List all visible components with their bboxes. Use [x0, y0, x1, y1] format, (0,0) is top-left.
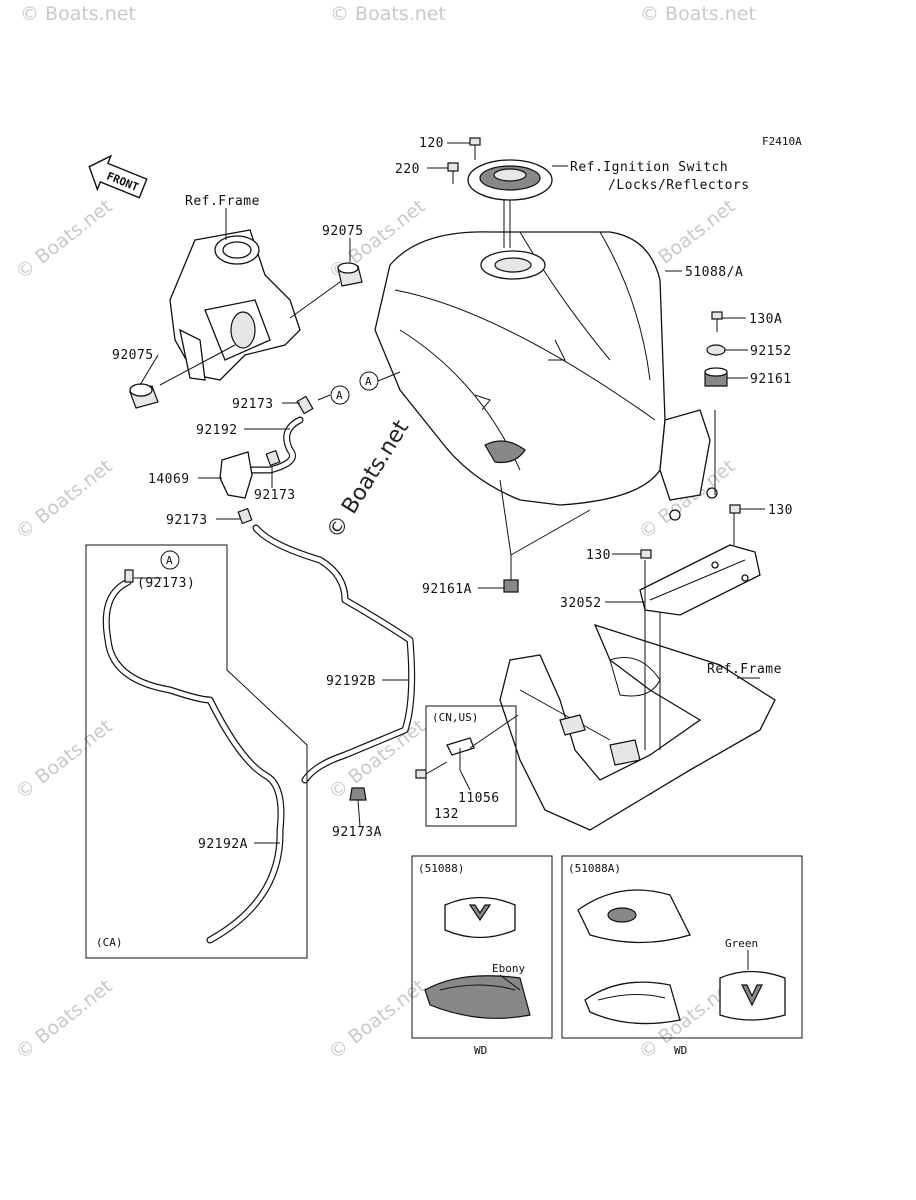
bolt-130-lower [640, 549, 652, 559]
label-ignition-line2: /Locks/Reflectors [608, 178, 750, 193]
bushing-92075-upper [337, 262, 363, 287]
label-51088a: 51088/A [685, 265, 743, 280]
wd-left-label: WD [474, 1044, 487, 1057]
bolt-130-upper [729, 504, 741, 514]
label-92161: 92161 [750, 372, 792, 387]
grommet-92152 [706, 344, 726, 356]
wd-right-label: WD [674, 1044, 687, 1057]
watermark: © Boats.net [20, 3, 136, 25]
label-92161a: 92161A [422, 582, 472, 597]
bushing-92075-lower [129, 383, 159, 409]
label-92192b: 92192B [326, 674, 376, 689]
label-130-upper: 130 [768, 503, 793, 518]
box-51088: (51088) Ebony [411, 855, 553, 1039]
marker-label: A [166, 554, 173, 567]
lower-frame-part [499, 623, 776, 831]
box-51088a-label: (51088A) [568, 862, 621, 875]
label-11056: 11056 [458, 791, 500, 806]
fuel-tank-part [374, 231, 718, 521]
cn-us-variant-box: (CN,US) [415, 705, 519, 827]
watermark: © Boats.net [12, 715, 117, 804]
damper-92161a [503, 579, 519, 593]
clip-92173-ca [124, 569, 134, 583]
tank-top-view-51088a [577, 889, 691, 944]
ca-variant-box: (CA) [85, 544, 308, 959]
bracket-32052-part [639, 544, 761, 616]
box-51088a: (51088A) Green [561, 855, 803, 1039]
clip-92173-mid [265, 449, 281, 467]
tank-front-view-51088 [444, 896, 516, 939]
label-92173-upper: 92173 [232, 397, 274, 412]
hose-92192 [241, 416, 304, 474]
label-92075-lower: 92075 [112, 348, 154, 363]
label-ref-frame-top: Ref.Frame [185, 194, 260, 209]
label-120: 120 [419, 136, 444, 151]
label-14069: 14069 [148, 472, 190, 487]
label-32052: 32052 [560, 596, 602, 611]
screw-220 [447, 162, 459, 184]
cn-us-label: (CN,US) [432, 711, 478, 724]
label-ignition-line1: Ref.Ignition Switch [570, 160, 728, 175]
watermark: © Boats.net [12, 195, 117, 284]
frame-head-part [159, 229, 341, 386]
label-92173-low: 92173 [166, 513, 208, 528]
front-arrow-icon: FRONT [88, 154, 148, 199]
bolt-120 [469, 137, 481, 160]
tank-side-view-ebony [424, 975, 531, 1019]
ebony-label: Ebony [492, 962, 525, 975]
watermark: © Boats.net [640, 3, 756, 25]
label-92152: 92152 [750, 344, 792, 359]
green-label: Green [725, 937, 758, 950]
label-130-lower: 130 [586, 548, 611, 563]
damper-92161 [704, 367, 728, 387]
label-132: 132 [434, 807, 459, 822]
label-92173a: 92173A [332, 825, 382, 840]
center-watermark: © Boats.net [322, 416, 415, 543]
label-92075-upper: 92075 [322, 224, 364, 239]
tank-side-view-51088a [584, 981, 681, 1025]
watermark: © Boats.net [12, 455, 117, 544]
box-51088-label: (51088) [418, 862, 464, 875]
watermark: © Boats.net [330, 3, 446, 25]
clip-92173-upper [296, 395, 314, 415]
watermark: © Boats.net [12, 975, 117, 1064]
marker-a-1: A [330, 385, 350, 405]
label-130a: 130A [749, 312, 782, 327]
clip-92173-low [237, 507, 253, 525]
hose-92192a [102, 578, 285, 944]
diagram-code: F2410A [762, 135, 802, 148]
label-92192a: 92192A [198, 837, 248, 852]
label-ref-frame-right: Ref.Frame [707, 662, 782, 677]
marker-a-3: A [160, 550, 180, 570]
watermark: © Boats.net [325, 975, 430, 1064]
marker-a-2: A [359, 371, 379, 391]
marker-label: A [365, 375, 372, 388]
label-220: 220 [395, 162, 420, 177]
hose-92192b [252, 524, 416, 784]
clip-92173a [349, 787, 367, 801]
tank-front-view-green [719, 970, 786, 1021]
ignition-cap-part [467, 159, 553, 248]
marker-label: A [336, 389, 343, 402]
ca-label: (CA) [96, 936, 123, 949]
label-92173-paren: (92173) [137, 576, 195, 591]
label-92173-mid: 92173 [254, 488, 296, 503]
bolt-130a [711, 311, 723, 332]
leader-lines [134, 142, 765, 844]
label-92192: 92192 [196, 423, 238, 438]
part-labels: 120 220 Ref.Ignition Switch /Locks/Refle… [112, 136, 793, 852]
fitting-14069-part [219, 451, 253, 499]
